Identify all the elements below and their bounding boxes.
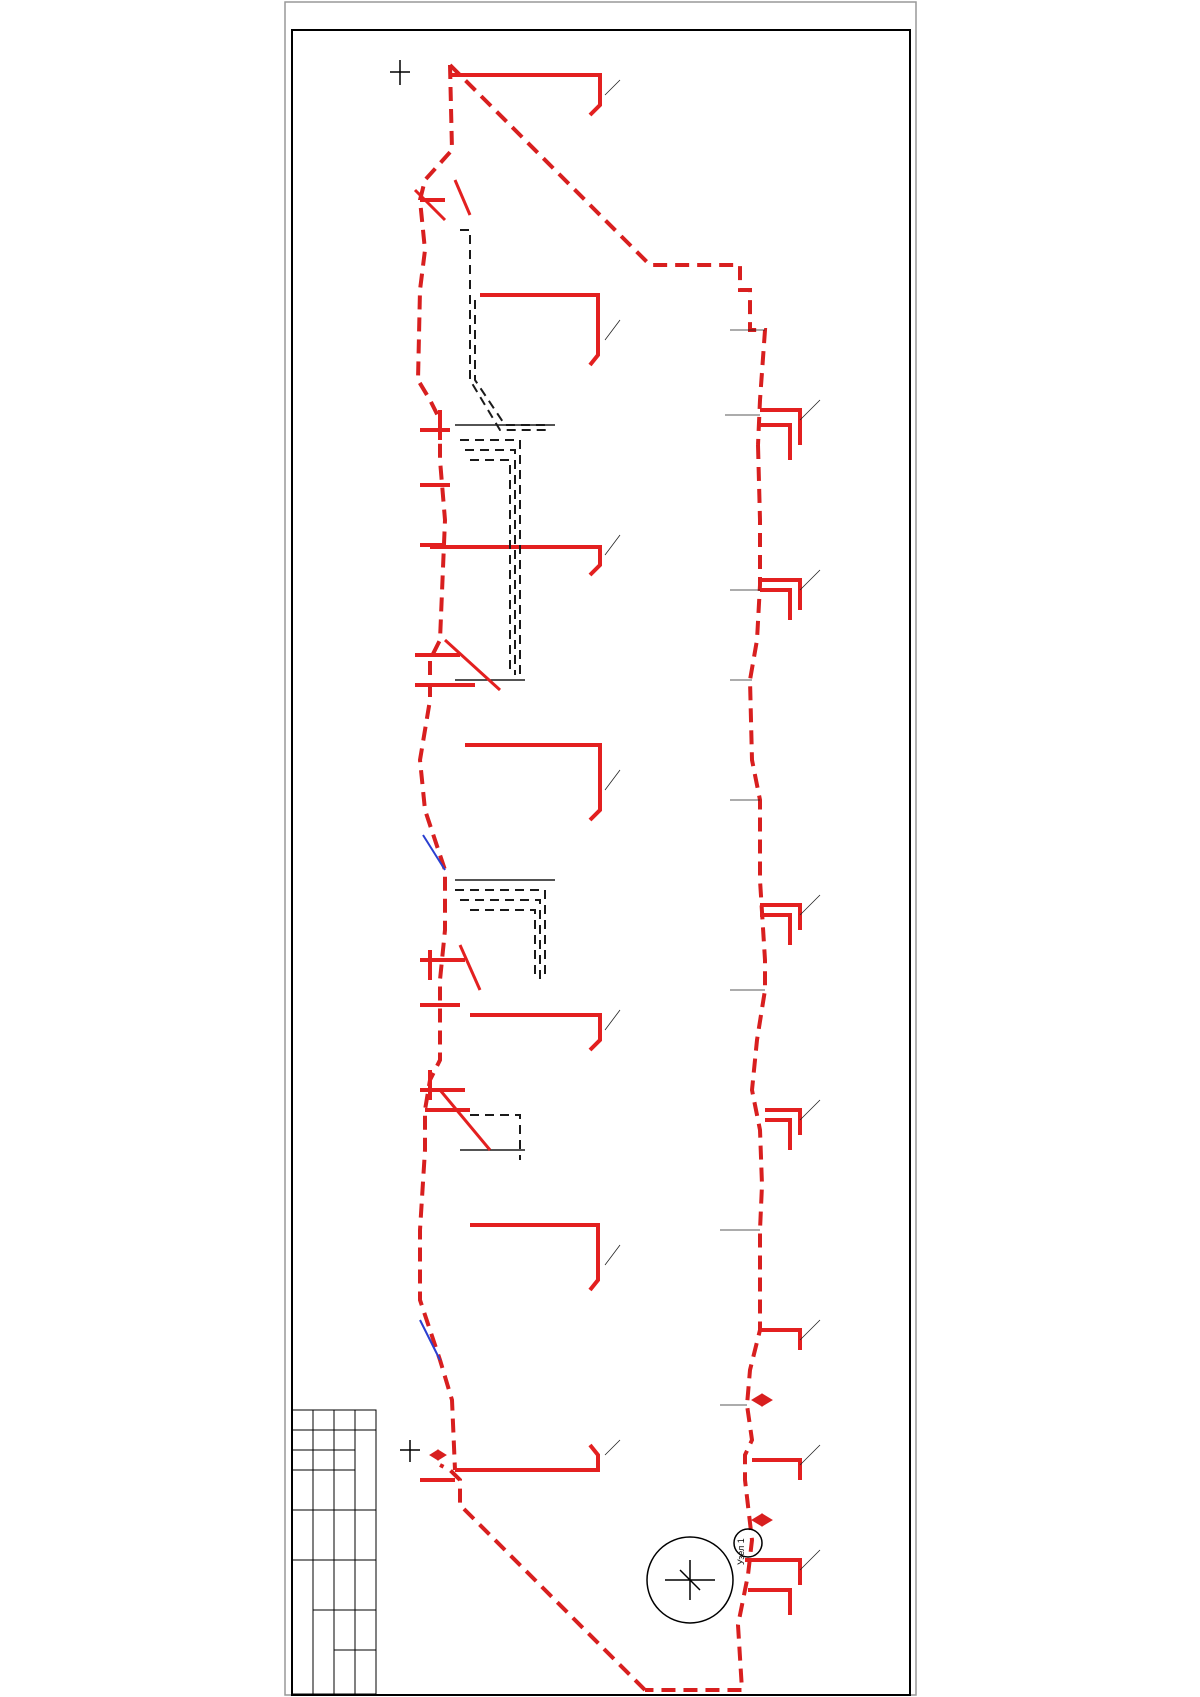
cross-over-fittings xyxy=(413,179,502,1151)
detail-view-circle xyxy=(646,1536,734,1624)
heating-pipe-diagram: Узел 1 xyxy=(390,60,821,1692)
highlighted-segment-2 xyxy=(419,1319,441,1361)
return-solid-lines xyxy=(455,424,555,1151)
detail-view-content xyxy=(665,1560,715,1600)
solid-branches xyxy=(415,73,602,1482)
supply-pipe-right-riser xyxy=(645,444,767,1692)
supply-pipe-bottom-diagonal xyxy=(439,1463,647,1692)
outer-sheet-border xyxy=(284,1,917,1696)
valve-icon xyxy=(429,1393,773,1527)
title-block xyxy=(291,1409,377,1695)
supply-pipe-left-riser xyxy=(415,64,457,1471)
drawing-frame xyxy=(291,29,911,1696)
riser-terminal-stubs xyxy=(745,408,802,1615)
circle-callout-icon xyxy=(733,1528,763,1558)
detail-caption: Узел 1 xyxy=(736,1538,746,1565)
return-lines xyxy=(455,229,550,1160)
annotation-leaders xyxy=(604,79,821,1571)
highlighted-segment-1 xyxy=(422,834,446,871)
terminal-cap-icon xyxy=(390,60,420,1462)
supply-pipe-top-diagonal xyxy=(448,63,768,446)
